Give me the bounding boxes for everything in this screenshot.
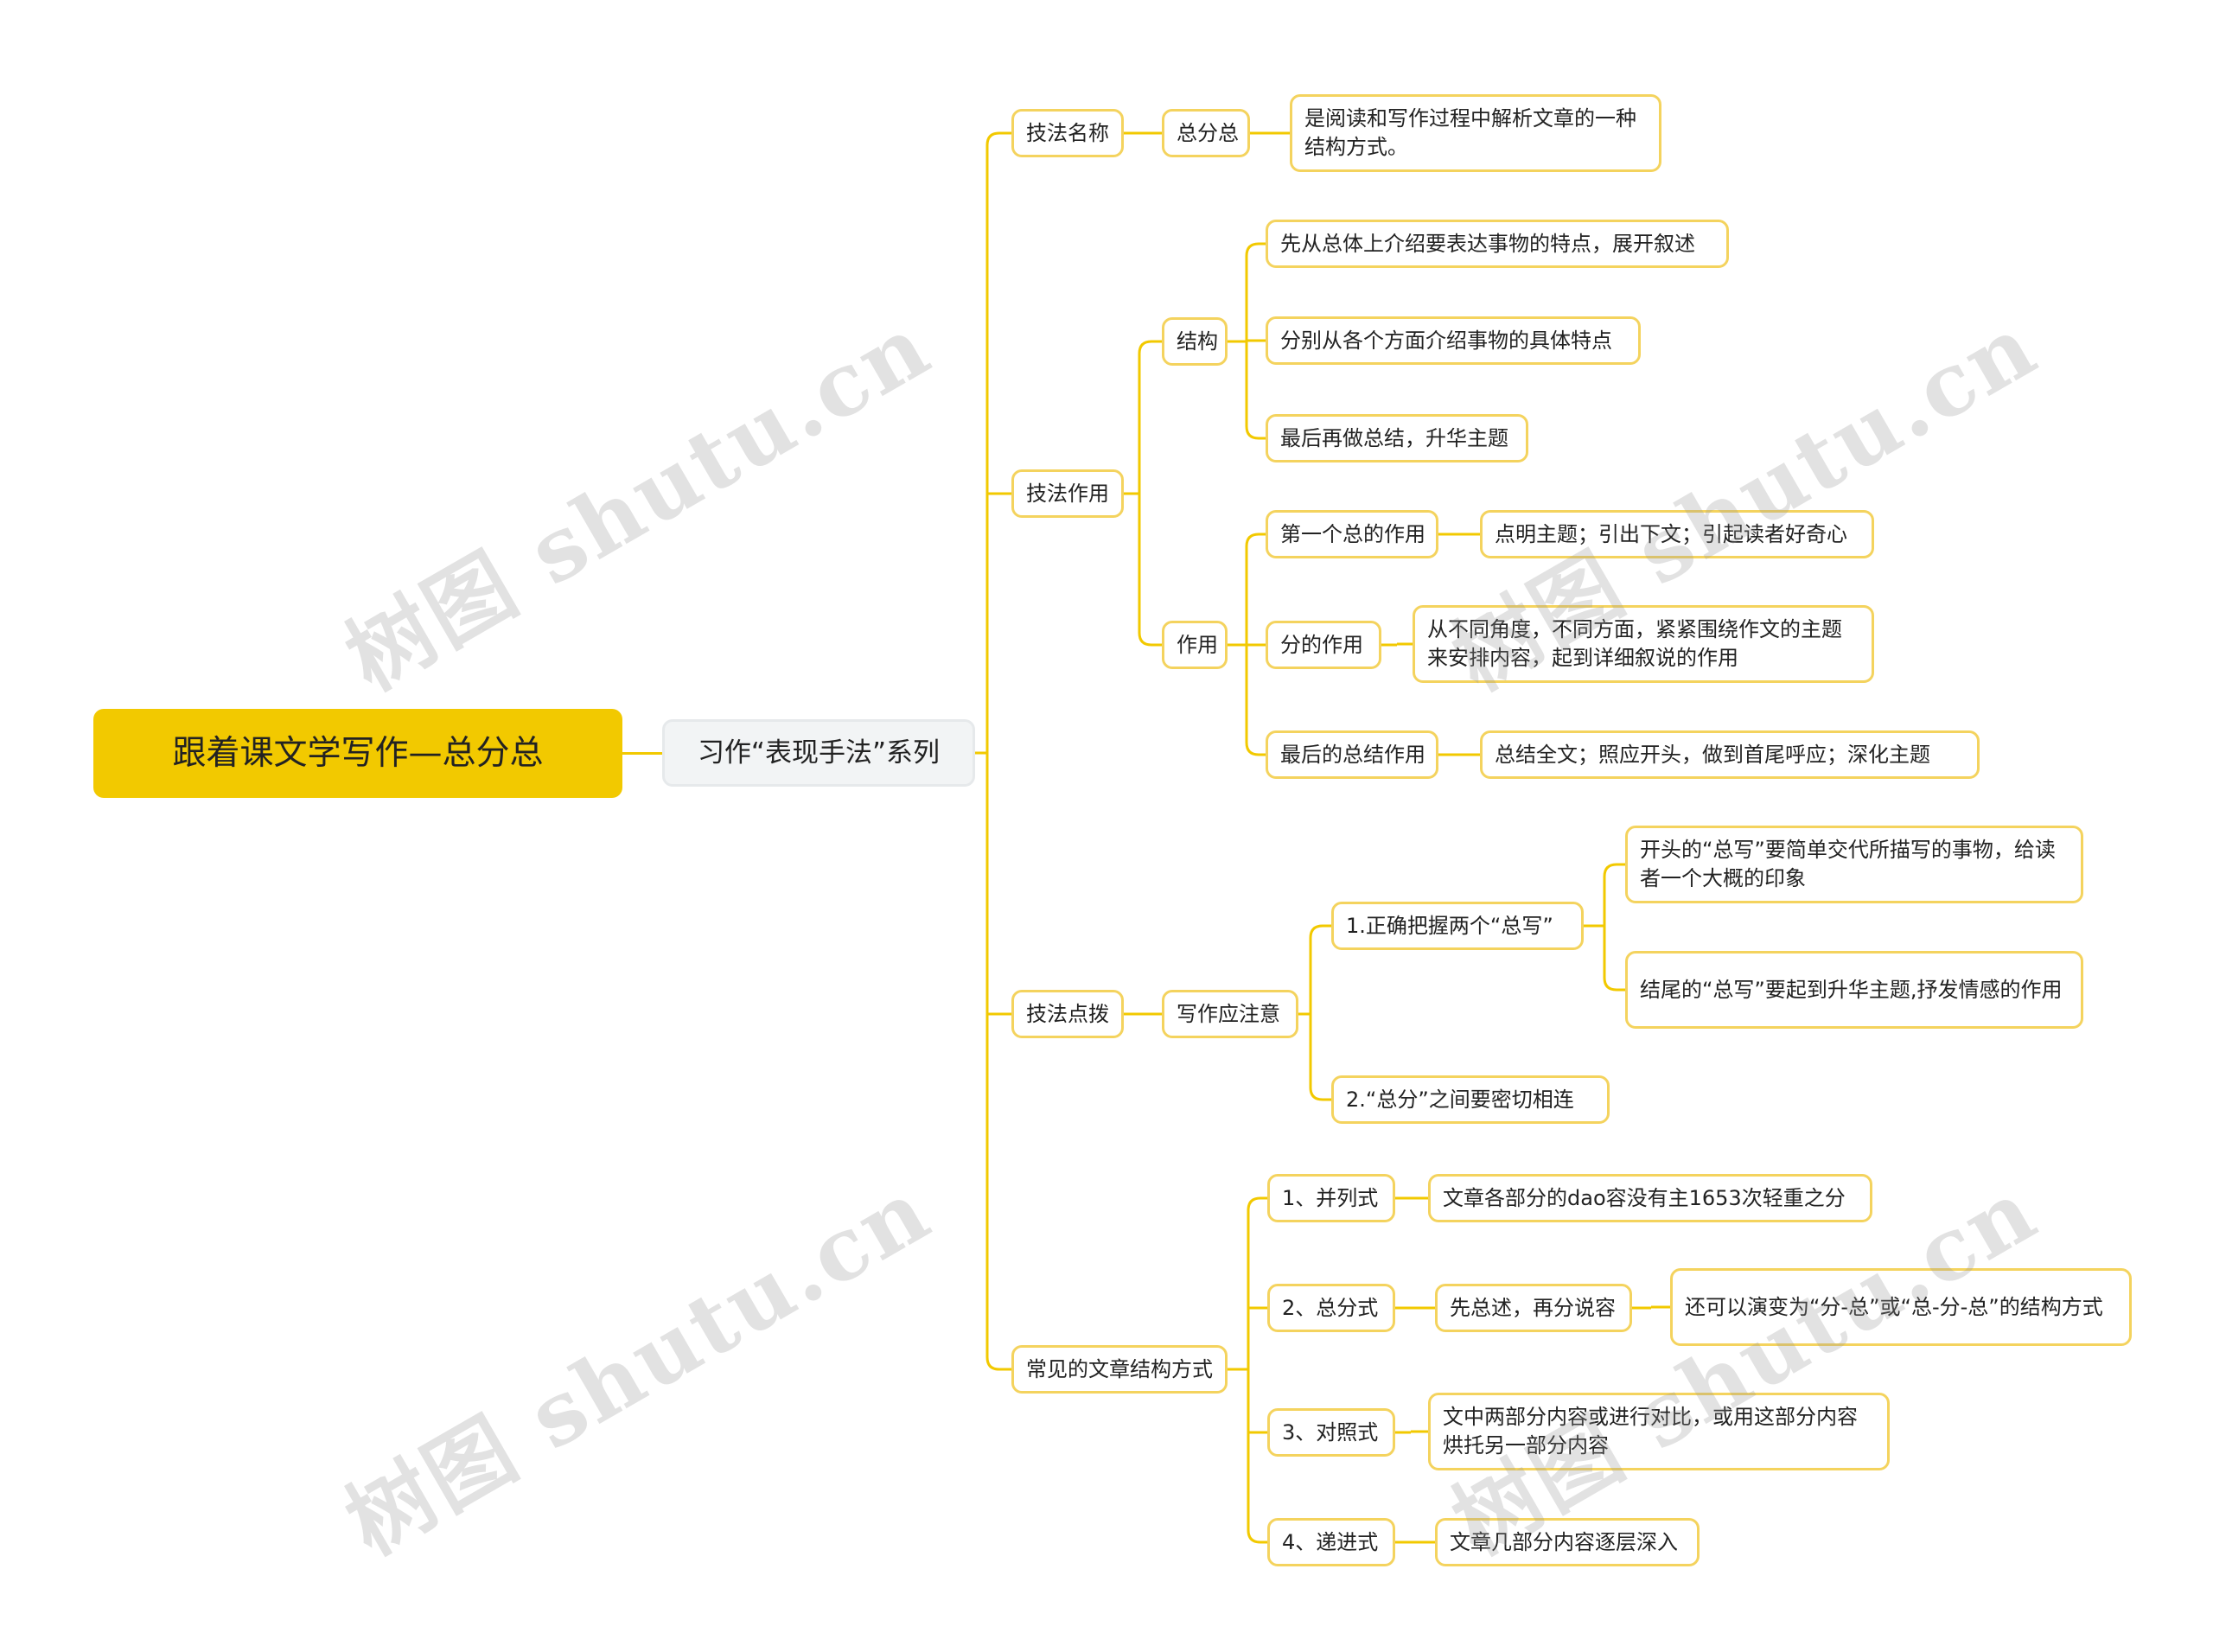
structure-item[interactable]: 先从总体上介绍要表达事物的特点，展开叙述 (1266, 220, 1729, 268)
root-topic[interactable]: 跟着课文学写作—总分总 (93, 709, 622, 798)
branch-structure-types[interactable]: 常见的文章结构方式 (1011, 1345, 1228, 1394)
connector-line (1245, 742, 1266, 756)
type-desc[interactable]: 先总述，再分说容 (1435, 1284, 1632, 1332)
type-desc[interactable]: 文中两部分内容或进行对比，或用这部分内容烘托另一部分内容 (1428, 1393, 1890, 1470)
connector-line (1245, 242, 1266, 257)
type-item[interactable]: 1、并列式 (1267, 1174, 1395, 1222)
role-item[interactable]: 最后的总结作用 (1266, 730, 1438, 779)
tip-point[interactable]: 2.“总分”之间要密切相连 (1331, 1075, 1610, 1124)
branch-technique-effect[interactable]: 技法作用 (1011, 469, 1124, 518)
role-desc[interactable]: 总结全文；照应开头，做到首尾呼应；深化主题 (1480, 730, 1980, 779)
connector-line (1245, 533, 1266, 547)
type-item[interactable]: 2、总分式 (1267, 1284, 1395, 1332)
type-desc[interactable]: 文章各部分的dao容没有主1653次轻重之分 (1428, 1174, 1872, 1222)
type-item[interactable]: 4、递进式 (1267, 1518, 1395, 1566)
node-zongfenzong[interactable]: 总分总 (1162, 109, 1250, 157)
branch-technique-tips[interactable]: 技法点拨 (1011, 990, 1124, 1038)
connector-line (1603, 977, 1625, 992)
structure-item[interactable]: 最后再做总结，升华主题 (1266, 414, 1528, 462)
connector-line (1309, 924, 1331, 939)
role-desc[interactable]: 从不同角度，不同方面，紧紧围绕作文的主题来安排内容，起到详细叙说的作用 (1413, 605, 1874, 683)
connector-line (1603, 863, 1625, 877)
connector-line (1247, 1196, 1267, 1211)
type-extra[interactable]: 还可以演变为“分-总”或“总-分-总”的结构方式 (1670, 1268, 2132, 1346)
connector-line (1247, 1529, 1267, 1544)
tip-detail[interactable]: 结尾的“总写”要起到升华主题,抒发情感的作用 (1625, 951, 2083, 1029)
role-desc[interactable]: 点明主题；引出下文；引起读者好奇心 (1480, 510, 1874, 558)
connector-line (985, 1356, 1011, 1371)
role-item[interactable]: 分的作用 (1266, 621, 1381, 669)
role-item[interactable]: 第一个总的作用 (1266, 510, 1438, 558)
type-desc[interactable]: 文章几部分内容逐层深入 (1435, 1518, 1700, 1566)
node-definition[interactable]: 是阅读和写作过程中解析文章的一种结构方式。 (1290, 94, 1661, 172)
connector-line (1309, 1087, 1331, 1101)
sub-topic[interactable]: 习作“表现手法”系列 (662, 719, 975, 787)
branch-technique-name[interactable]: 技法名称 (1011, 109, 1124, 157)
node-role[interactable]: 作用 (1162, 621, 1228, 669)
connector-line (985, 131, 1011, 146)
connector-line (1138, 340, 1162, 354)
node-structure[interactable]: 结构 (1162, 317, 1228, 366)
node-writing-notes[interactable]: 写作应注意 (1162, 990, 1298, 1038)
tip-point[interactable]: 1.正确把握两个“总写” (1331, 902, 1584, 950)
connector-line (1245, 425, 1266, 440)
type-item[interactable]: 3、对照式 (1267, 1408, 1395, 1457)
connector-line (1138, 632, 1162, 647)
tip-detail[interactable]: 开头的“总写”要简单交代所描写的事物，给读者一个大概的印象 (1625, 826, 2083, 903)
structure-item[interactable]: 分别从各个方面介绍事物的具体特点 (1266, 316, 1641, 365)
